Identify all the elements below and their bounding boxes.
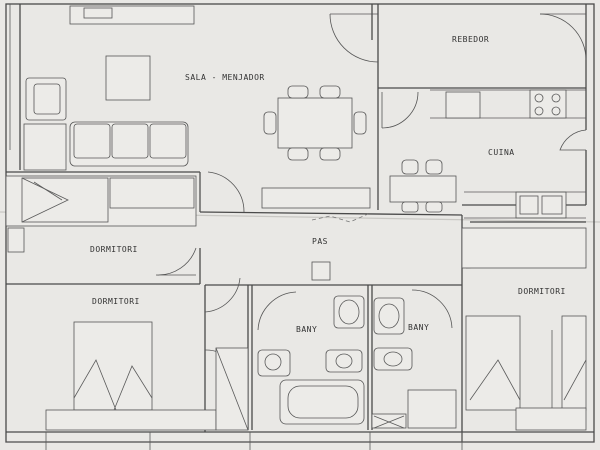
sala-furniture xyxy=(23,5,371,209)
dormitori-3-furniture xyxy=(461,227,587,431)
room-label-dormitori-1: DORMITORI xyxy=(90,245,138,254)
dormitori-2-furniture xyxy=(45,321,249,431)
doors xyxy=(155,13,587,383)
dormitori-1-furniture xyxy=(5,175,197,253)
room-label-bany-2: BANY xyxy=(408,323,429,332)
room-label-dormitori-2: DORMITORI xyxy=(92,297,140,306)
room-label-dormitori-3: DORMITORI xyxy=(518,287,566,296)
room-label-bany-1: BANY xyxy=(296,325,317,334)
pencil-scribble xyxy=(311,213,369,223)
room-label-cuina: CUINA xyxy=(488,148,515,157)
bany-1-furniture xyxy=(257,261,365,425)
bany-2-furniture xyxy=(371,297,457,429)
room-label-sala: SALA - MENJADOR xyxy=(185,73,265,82)
cuina-furniture xyxy=(389,89,586,219)
room-label-pas: PAS xyxy=(312,237,328,246)
bottom-strip xyxy=(45,432,463,450)
room-label-rebedor: REBEDOR xyxy=(452,35,489,44)
